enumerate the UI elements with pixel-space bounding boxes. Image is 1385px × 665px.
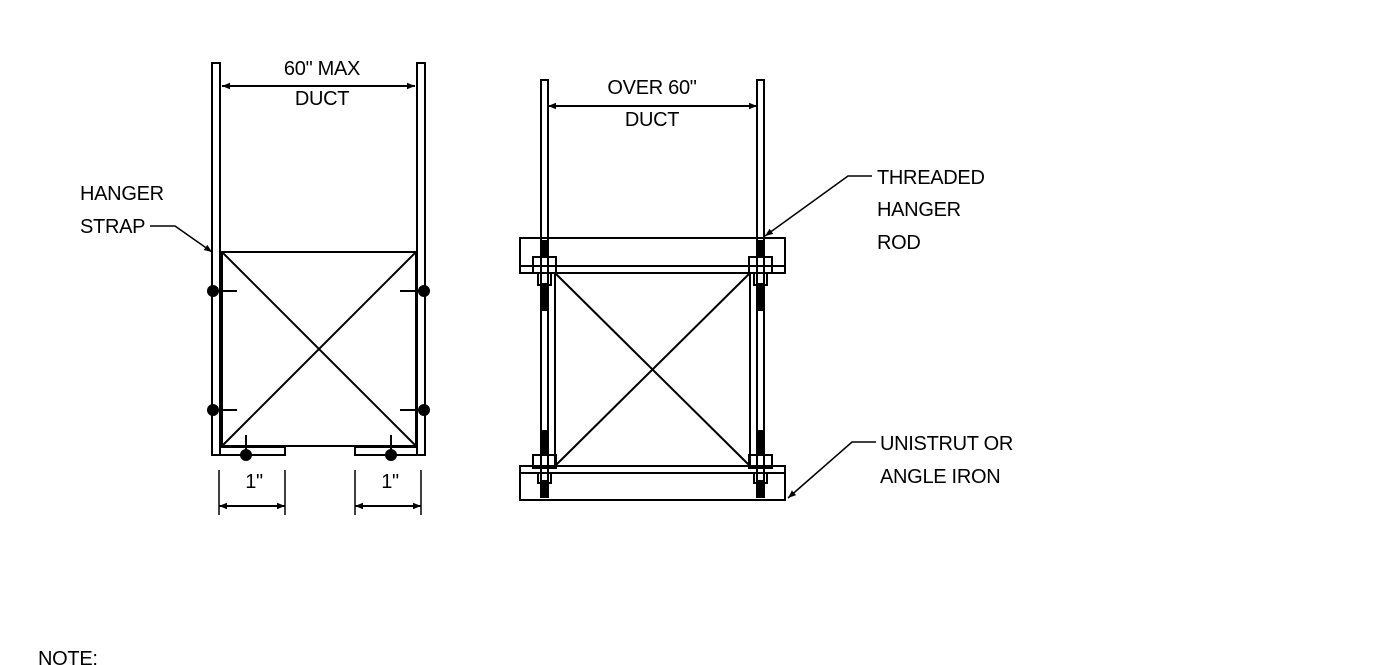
left-duct-cross-b	[221, 251, 417, 447]
left-width-label-line2: DUCT	[295, 88, 349, 110]
right-offset-dimension	[354, 470, 422, 515]
unistrut-label-line1: UNISTRUT OR	[880, 433, 1013, 455]
right-hanger-strap	[416, 62, 426, 456]
unistrut-label-line2: ANGLE IRON	[880, 466, 1000, 488]
top-unistrut	[519, 237, 786, 274]
hanger-strap-leader	[150, 225, 213, 253]
threaded-rod-label-line2: HANGER	[877, 199, 961, 221]
right-width-label-line2: DUCT	[625, 109, 679, 131]
bottom-unistrut	[519, 465, 786, 501]
threaded-rod-label-line1: THREADED	[877, 167, 985, 189]
unistrut-leader	[787, 441, 876, 499]
left-offset-label: 1"	[245, 471, 263, 493]
hanger-strap-label-line2: STRAP	[80, 216, 145, 238]
hanger-strap-label-line1: HANGER	[80, 183, 164, 205]
right-width-label-line1: OVER 60"	[607, 77, 696, 99]
right-duct-cross-b	[554, 272, 751, 467]
threaded-rod-label-line3: ROD	[877, 232, 921, 254]
right-offset-label: 1"	[381, 471, 399, 493]
left-strap-screws	[207, 285, 430, 461]
left-hanger-strap	[211, 62, 221, 456]
left-detail: 60" MAX DUCT HANGER STRAP 1" 1"	[80, 58, 430, 515]
threaded-rod-leader	[764, 175, 872, 237]
left-duct-section	[221, 251, 417, 447]
left-offset-dimension	[218, 470, 286, 515]
right-detail: OVER 60" DUCT THREADED HANGER ROD UNISTR…	[519, 77, 1013, 501]
right-duct-section	[554, 272, 751, 467]
left-width-label-line1: 60" MAX	[284, 58, 360, 80]
note-heading: NOTE:	[38, 648, 98, 665]
rod-thread-marks	[542, 240, 763, 497]
